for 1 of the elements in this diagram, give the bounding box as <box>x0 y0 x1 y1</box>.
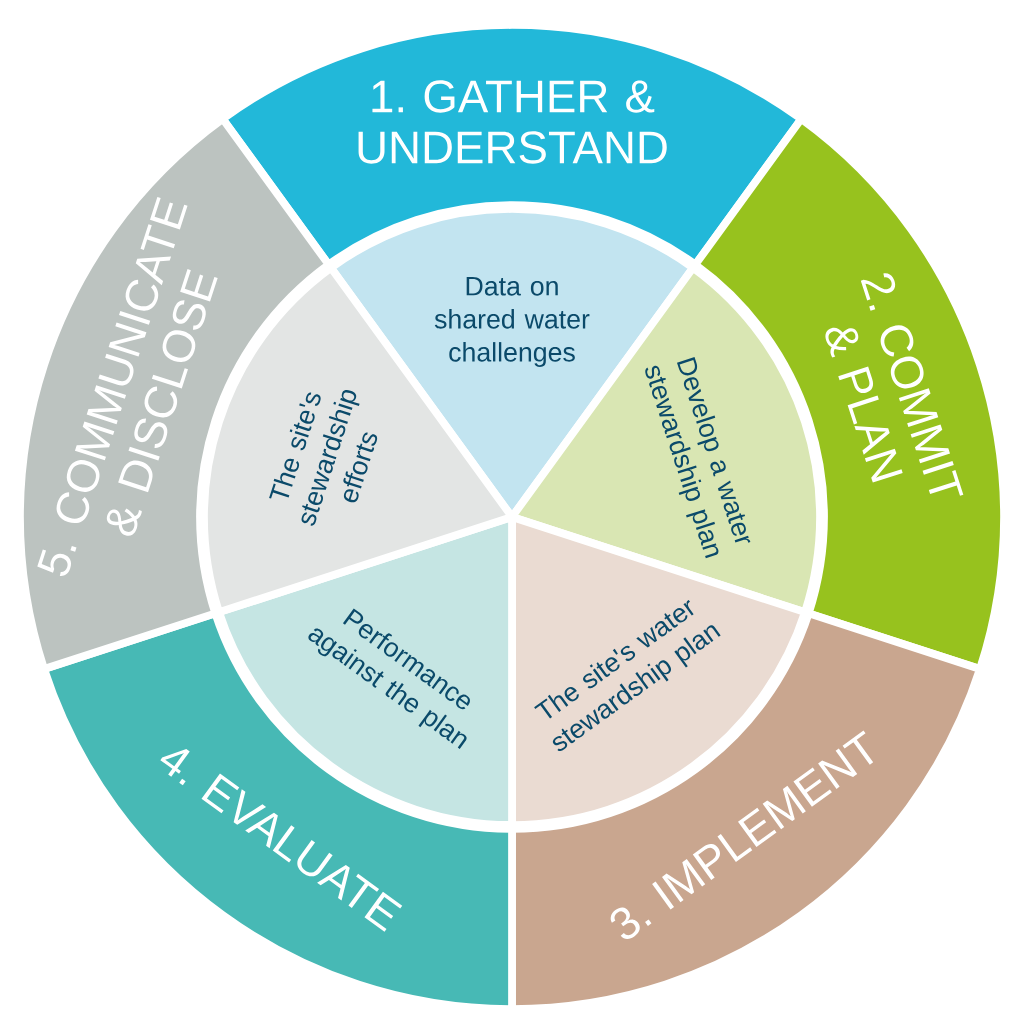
step-sector: 1. GATHER & UNDERSTAND <box>218 21 806 269</box>
